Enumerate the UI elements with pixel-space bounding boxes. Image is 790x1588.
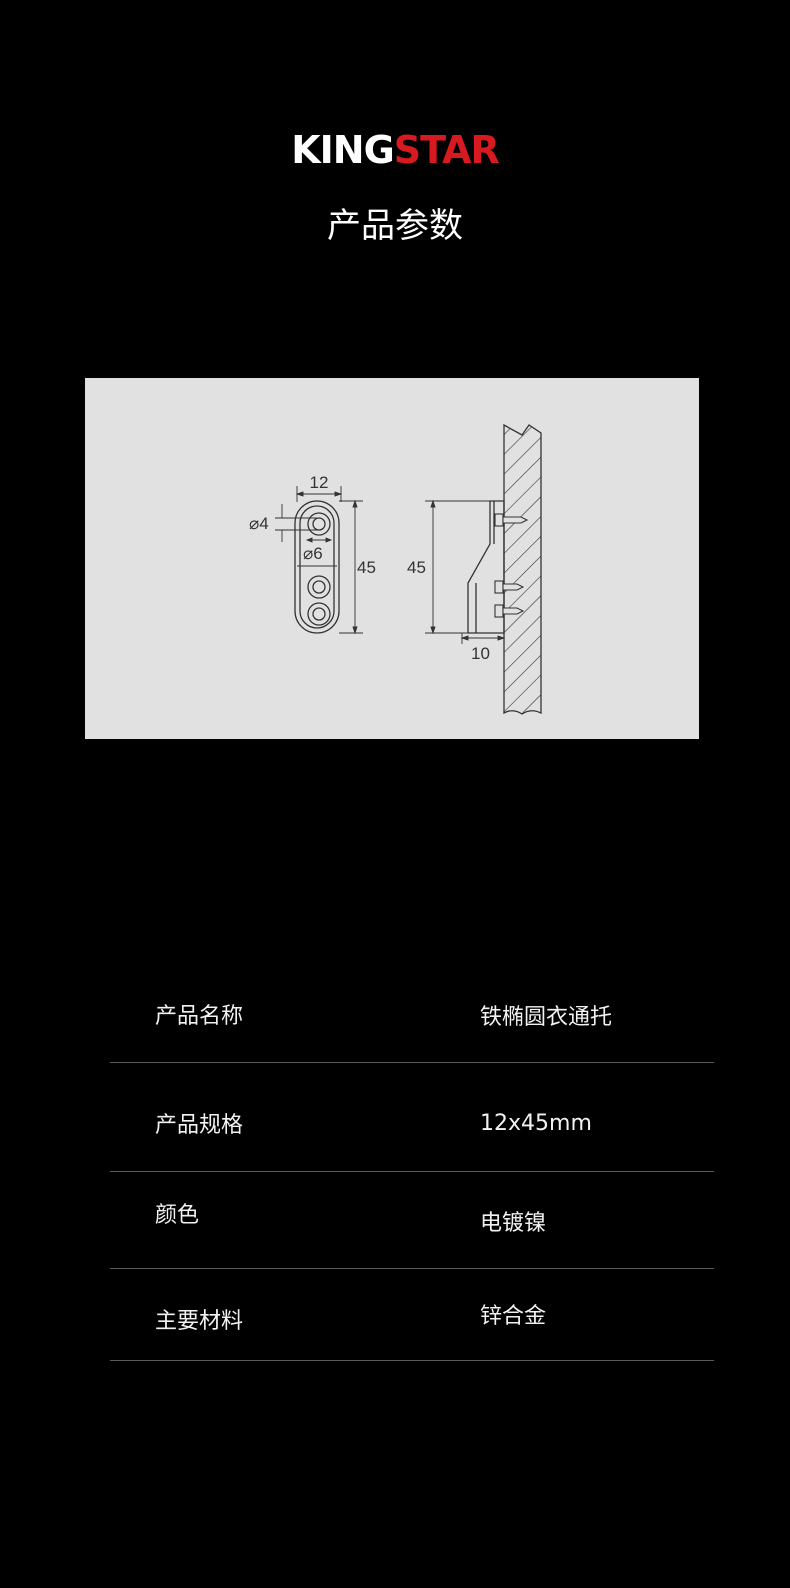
dim-hole-large-label: ⌀6	[303, 544, 323, 563]
brand-logo-part1: KING	[291, 128, 395, 172]
dim-width-label: 12	[310, 473, 329, 492]
spec-label: 产品规格	[155, 1113, 244, 1138]
brand-logo: KINGSTAR	[0, 128, 790, 172]
width-dimension-lines	[295, 486, 343, 502]
dim-hole-small-label: ⌀4	[249, 514, 269, 533]
wall-section	[503, 423, 542, 715]
spec-row-color: 颜色 电镀镍	[110, 1172, 714, 1269]
technical-drawing: 12 ⌀4 ⌀6 45	[85, 378, 699, 739]
spec-table: 产品名称 铁椭圆衣通托 产品规格 12x45mm 颜色 电镀镍 主要材料 锌合金	[110, 960, 714, 1361]
spec-value: 铁椭圆衣通托	[480, 1005, 613, 1030]
spec-row-size: 产品规格 12x45mm	[110, 1063, 714, 1172]
spec-row-material: 主要材料 锌合金	[110, 1269, 714, 1361]
spec-label: 颜色	[155, 1203, 200, 1228]
brand-logo-part2: STAR	[393, 128, 500, 172]
section-title: 产品参数	[327, 206, 463, 246]
front-view	[294, 500, 340, 634]
spec-value: 锌合金	[480, 1304, 547, 1329]
dim-depth-label: 10	[471, 644, 490, 663]
spec-value: 12x45mm	[480, 1111, 592, 1136]
dim-height-front-label: 45	[357, 558, 376, 577]
screws	[494, 513, 529, 618]
dim-height-side-label: 45	[407, 558, 426, 577]
spec-label: 主要材料	[155, 1309, 244, 1334]
spec-value: 电镀镍	[480, 1211, 547, 1236]
spec-row-name: 产品名称 铁椭圆衣通托	[110, 960, 714, 1063]
spec-label: 产品名称	[155, 1004, 244, 1029]
